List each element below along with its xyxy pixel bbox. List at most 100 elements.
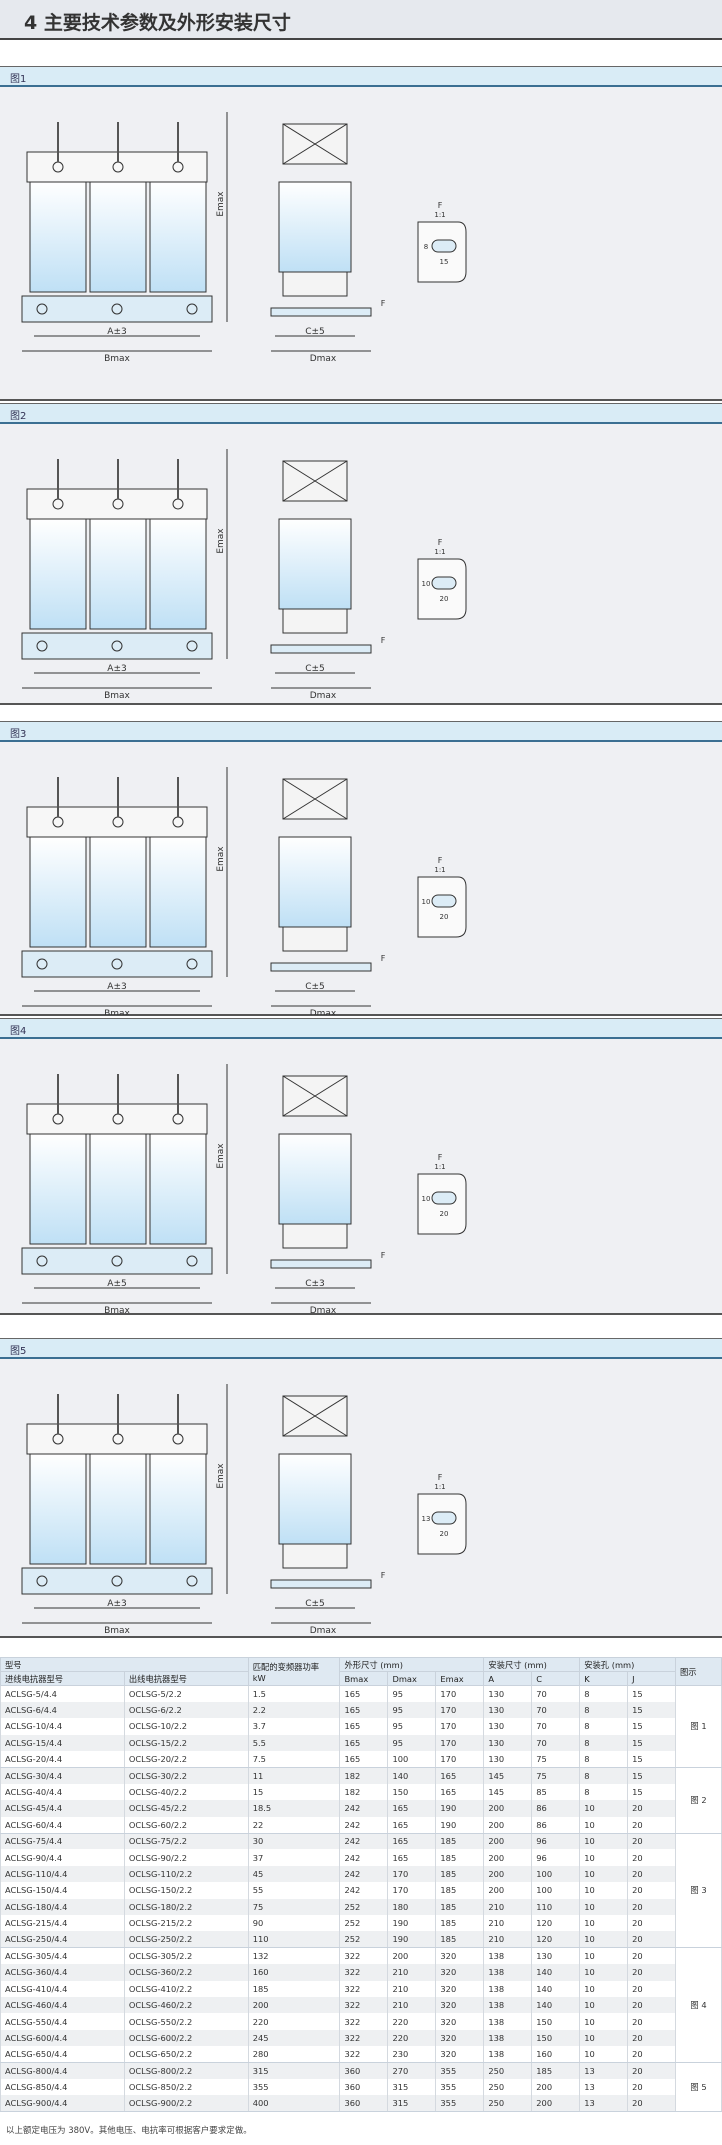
dim-depth-max: Dmax bbox=[310, 1626, 337, 1636]
mount-hole-icon bbox=[36, 1255, 48, 1267]
table-cell: 95 bbox=[387, 1718, 437, 1735]
figure-header: 图4 bbox=[0, 1019, 722, 1039]
table-cell: ACLSG-305/4.4 bbox=[0, 1947, 125, 1965]
table-cell: 160 bbox=[247, 1964, 341, 1981]
table-cell: OCLSG-850/2.2 bbox=[123, 2078, 249, 2096]
mount-hole-icon bbox=[186, 958, 198, 970]
table-cell: 185 bbox=[435, 1898, 485, 1915]
mount-hole-icon bbox=[111, 640, 123, 652]
table-cell: OCLSG-650/2.2 bbox=[123, 2046, 249, 2063]
table-cell: 220 bbox=[387, 2013, 437, 2030]
figure-ref-cell: 图 2 bbox=[675, 1767, 722, 1834]
mount-hole-icon bbox=[111, 1255, 123, 1267]
table-cell: 140 bbox=[531, 1964, 581, 1981]
dim-height: Emax bbox=[216, 1143, 226, 1169]
table-cell: 320 bbox=[435, 2046, 485, 2063]
table-cell: ACLSG-40/4.4 bbox=[0, 1783, 125, 1801]
table-cell: 322 bbox=[339, 1947, 389, 1965]
table-cell: ACLSG-5/4.4 bbox=[0, 1685, 125, 1702]
footnote: 以上额定电压为 380V。其他电压、电抗率可根据客户要求定做。 bbox=[6, 2126, 252, 2136]
figure-header: 图2 bbox=[0, 404, 722, 424]
table-cell: 10 bbox=[579, 1947, 629, 1965]
dim-f: F bbox=[381, 1571, 386, 1580]
table-cell: 70 bbox=[531, 1734, 581, 1752]
table-cell: OCLSG-110/2.2 bbox=[123, 1865, 249, 1883]
table-cell: 138 bbox=[483, 2046, 533, 2063]
table-cell: 200 bbox=[483, 1849, 533, 1866]
coil bbox=[89, 1133, 147, 1245]
coil bbox=[29, 181, 87, 293]
mount-hole-icon bbox=[36, 958, 48, 970]
table-cell: 15 bbox=[627, 1734, 676, 1752]
table-cell: 20 bbox=[627, 2062, 676, 2079]
table-cell: 190 bbox=[387, 1931, 437, 1949]
table-cell: 165 bbox=[387, 1849, 437, 1866]
table-cell: 280 bbox=[247, 2046, 341, 2063]
table-cell: 2.2 bbox=[247, 1701, 341, 1719]
dim-width-max: Bmax bbox=[104, 1626, 130, 1636]
table-cell: 75 bbox=[531, 1767, 581, 1784]
table-cell: 7.5 bbox=[247, 1751, 341, 1768]
table-cell: 96 bbox=[531, 1833, 581, 1850]
table-cell: 170 bbox=[435, 1718, 485, 1735]
table-cell: 182 bbox=[339, 1767, 389, 1784]
table-cell: 138 bbox=[483, 1947, 533, 1965]
table-cell: 55 bbox=[247, 1882, 341, 1899]
table-cell: 145 bbox=[483, 1767, 533, 1784]
table-cell: 85 bbox=[531, 1783, 581, 1801]
table-cell: ACLSG-30/4.4 bbox=[0, 1767, 125, 1784]
table-cell: 70 bbox=[531, 1701, 581, 1719]
table-cell: 11 bbox=[247, 1767, 341, 1784]
figure-label: 图5 bbox=[10, 1346, 27, 1357]
table-cell: 15 bbox=[627, 1718, 676, 1735]
table-cell: 185 bbox=[435, 1882, 485, 1899]
dim-depth-max: Dmax bbox=[310, 691, 337, 701]
table-cell: OCLSG-150/2.2 bbox=[123, 1882, 249, 1899]
detail-ratio: 1:1 bbox=[434, 1483, 445, 1491]
table-cell: 400 bbox=[247, 2095, 341, 2113]
dim-width-tol: A±3 bbox=[107, 327, 126, 337]
table-cell: 95 bbox=[387, 1685, 437, 1702]
table-cell: 185 bbox=[531, 2062, 581, 2079]
table-cell: 200 bbox=[531, 2078, 581, 2096]
table-cell: 210 bbox=[387, 1980, 437, 1997]
mount-hole-icon bbox=[186, 303, 198, 315]
header-c: C bbox=[531, 1671, 581, 1686]
mount-hole-icon bbox=[186, 1575, 198, 1587]
table-cell: 10 bbox=[579, 1914, 629, 1932]
header-power-label: 匹配的变频器功率 bbox=[252, 1661, 320, 1672]
table-cell: 160 bbox=[531, 2046, 581, 2063]
table-cell: 100 bbox=[531, 1865, 581, 1883]
dim-width-max: Bmax bbox=[104, 1009, 130, 1015]
coil bbox=[149, 1453, 207, 1565]
figure-header: 图1 bbox=[0, 67, 722, 87]
table-cell: ACLSG-150/4.4 bbox=[0, 1882, 125, 1899]
table-cell: ACLSG-360/4.4 bbox=[0, 1964, 125, 1981]
side-coil bbox=[278, 1453, 352, 1545]
table-cell: ACLSG-460/4.4 bbox=[0, 1996, 125, 2014]
page-title: 4 主要技术参数及外形安装尺寸 bbox=[24, 12, 291, 34]
table-cell: 355 bbox=[435, 2078, 485, 2096]
header-figure: 图示 bbox=[675, 1657, 722, 1686]
table-cell: 10 bbox=[579, 1964, 629, 1981]
table-cell: ACLSG-800/4.4 bbox=[0, 2062, 125, 2079]
detail-f: F bbox=[438, 538, 443, 547]
table-cell: 20 bbox=[627, 2046, 676, 2063]
table-cell: 15 bbox=[627, 1783, 676, 1801]
table-cell: 86 bbox=[531, 1800, 581, 1817]
table-cell: 185 bbox=[435, 1865, 485, 1883]
table-cell: 170 bbox=[435, 1701, 485, 1719]
base-plate bbox=[21, 950, 213, 978]
table-cell: 10 bbox=[579, 1800, 629, 1817]
table-cell: 200 bbox=[483, 1816, 533, 1834]
figure-ref-cell: 图 1 bbox=[675, 1685, 722, 1768]
table-cell: 110 bbox=[531, 1898, 581, 1915]
table-cell: ACLSG-6/4.4 bbox=[0, 1701, 125, 1719]
